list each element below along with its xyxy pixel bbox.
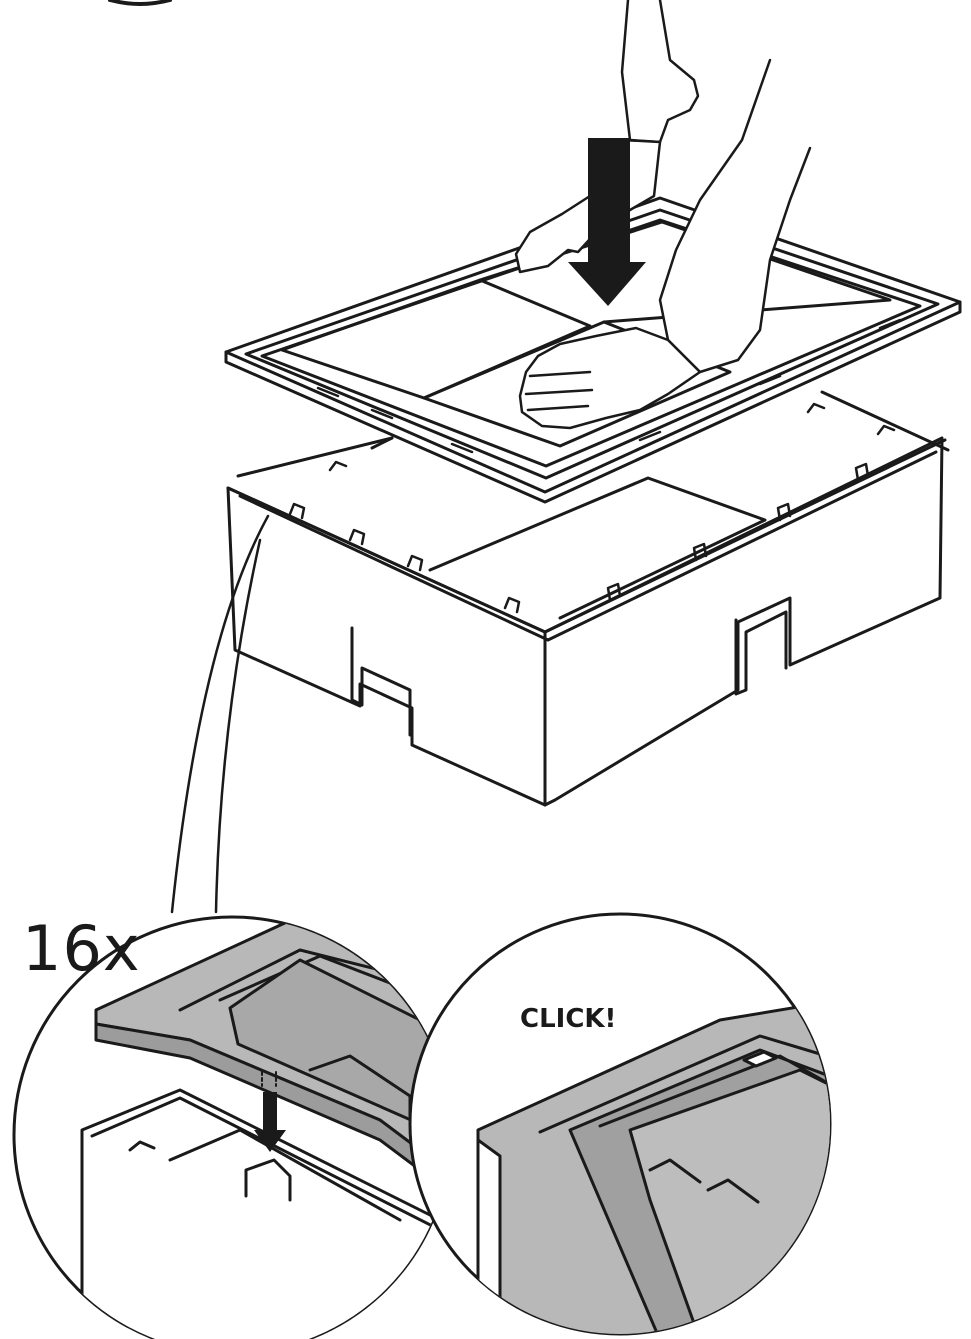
detail-lid-face	[94, 1022, 450, 1202]
box-left-end	[226, 486, 547, 807]
detail-clip	[648, 1158, 702, 1184]
box-base	[226, 390, 950, 807]
detail-lid-inner	[538, 1034, 830, 1134]
clip	[806, 402, 826, 414]
lid-clip	[638, 430, 662, 442]
box-rim-left	[226, 486, 547, 634]
lid-outer-thickness	[224, 300, 962, 504]
detail-base-rim	[90, 1096, 450, 1242]
box-inner-lip-left	[238, 494, 550, 642]
left-arm	[620, 0, 700, 144]
detail-circle-before	[12, 915, 452, 1339]
clip	[692, 542, 708, 562]
box-rim-right	[820, 390, 950, 452]
box-inner-lip-front	[546, 450, 938, 642]
clip	[606, 582, 622, 602]
box-inner-edge	[370, 436, 394, 450]
box-front-side	[543, 436, 944, 807]
box-rim-front	[543, 438, 947, 634]
click-sound-label: CLICK!	[520, 1004, 617, 1034]
detail-clip-top	[742, 1050, 778, 1068]
clip	[288, 502, 306, 520]
lid-clip	[758, 374, 782, 386]
box-rim-back	[236, 436, 394, 478]
down-arrow-icon	[568, 138, 646, 306]
clip	[876, 424, 896, 436]
detail-base-tab	[244, 1158, 292, 1202]
lid-clip	[450, 442, 474, 454]
lid-clip	[316, 386, 340, 398]
top-corner-arc	[108, 0, 172, 6]
clip	[854, 462, 870, 482]
clip	[348, 528, 366, 546]
small-arrow-icon	[254, 1092, 286, 1152]
lid-clips	[316, 318, 902, 454]
lid-clip	[370, 408, 394, 420]
detail-leader	[214, 538, 262, 914]
clip	[406, 554, 424, 572]
clip	[776, 502, 792, 522]
finger-line	[528, 370, 592, 378]
lid-clip	[878, 318, 902, 330]
detail-leader	[170, 514, 270, 914]
quantity-label: 16x	[22, 912, 141, 985]
lid-panel	[280, 278, 592, 400]
detail-clip	[706, 1178, 760, 1204]
clip	[328, 460, 348, 472]
detail-base-front	[476, 1138, 502, 1334]
detail-circle-after	[408, 912, 832, 1336]
finger-line	[526, 404, 590, 412]
detail-lid-inner	[228, 958, 450, 1142]
finger-line	[524, 388, 594, 396]
alignment-mark	[261, 1071, 277, 1087]
detail-base-rim	[168, 1128, 402, 1222]
left-handle-cutout	[350, 626, 412, 737]
rim-clips	[288, 402, 896, 614]
clip	[503, 596, 521, 614]
front-handle-cutout	[734, 610, 788, 696]
box-inner-divider	[428, 476, 767, 620]
lid-panel	[422, 320, 732, 448]
right-hand	[518, 326, 702, 430]
detail-base-tab	[128, 1140, 156, 1152]
